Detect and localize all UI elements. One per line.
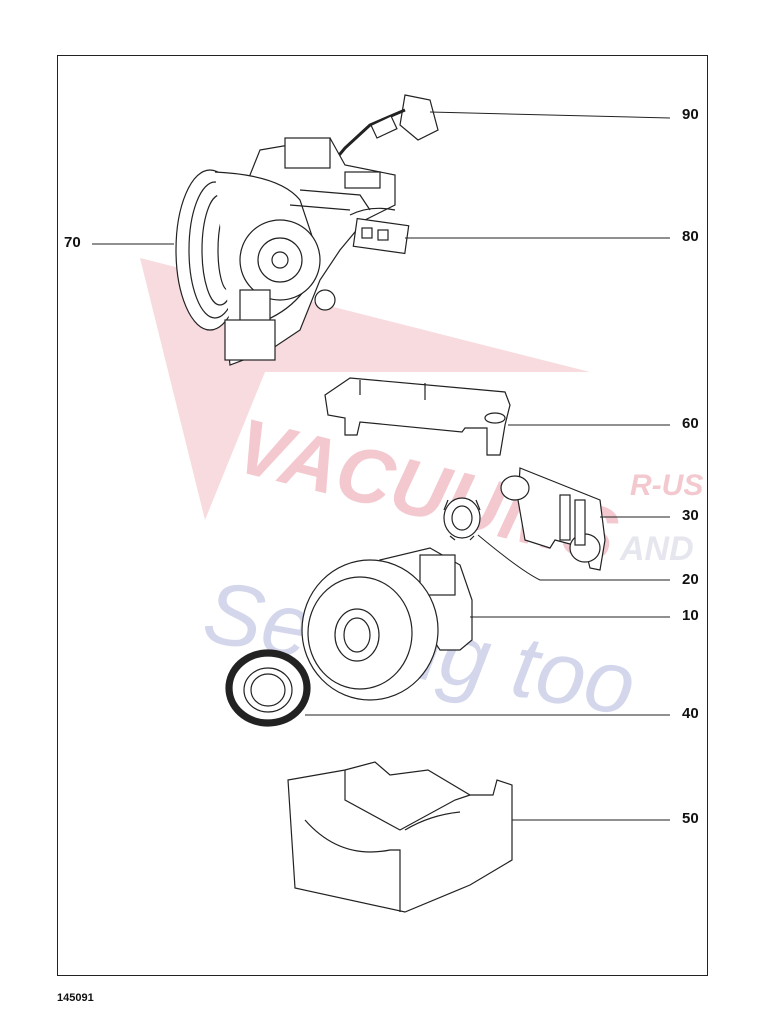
callout-90: 90 (682, 106, 699, 123)
small-gear-icon (443, 497, 670, 581)
document-id: 145091 (57, 992, 94, 1004)
plug-icon (333, 94, 671, 161)
motor-cradle-icon (287, 761, 670, 913)
diagram-frame (57, 55, 708, 976)
callout-40: 40 (682, 705, 699, 722)
watermark-and: AND (619, 530, 694, 568)
callout-70: 70 (64, 234, 81, 251)
connector-icon (349, 207, 670, 255)
motor-icon (301, 547, 670, 701)
callout-10: 10 (682, 607, 699, 624)
callout-20: 20 (682, 571, 699, 588)
cord-reel-icon (92, 137, 396, 366)
bracket-icon (324, 377, 670, 456)
clip-holder-icon (500, 467, 670, 571)
ring-gasket-icon (225, 649, 670, 727)
callout-80: 80 (682, 228, 699, 245)
callout-60: 60 (682, 415, 699, 432)
watermark-rus: R-US (630, 469, 703, 502)
callout-50: 50 (682, 810, 699, 827)
callout-30: 30 (682, 507, 699, 524)
